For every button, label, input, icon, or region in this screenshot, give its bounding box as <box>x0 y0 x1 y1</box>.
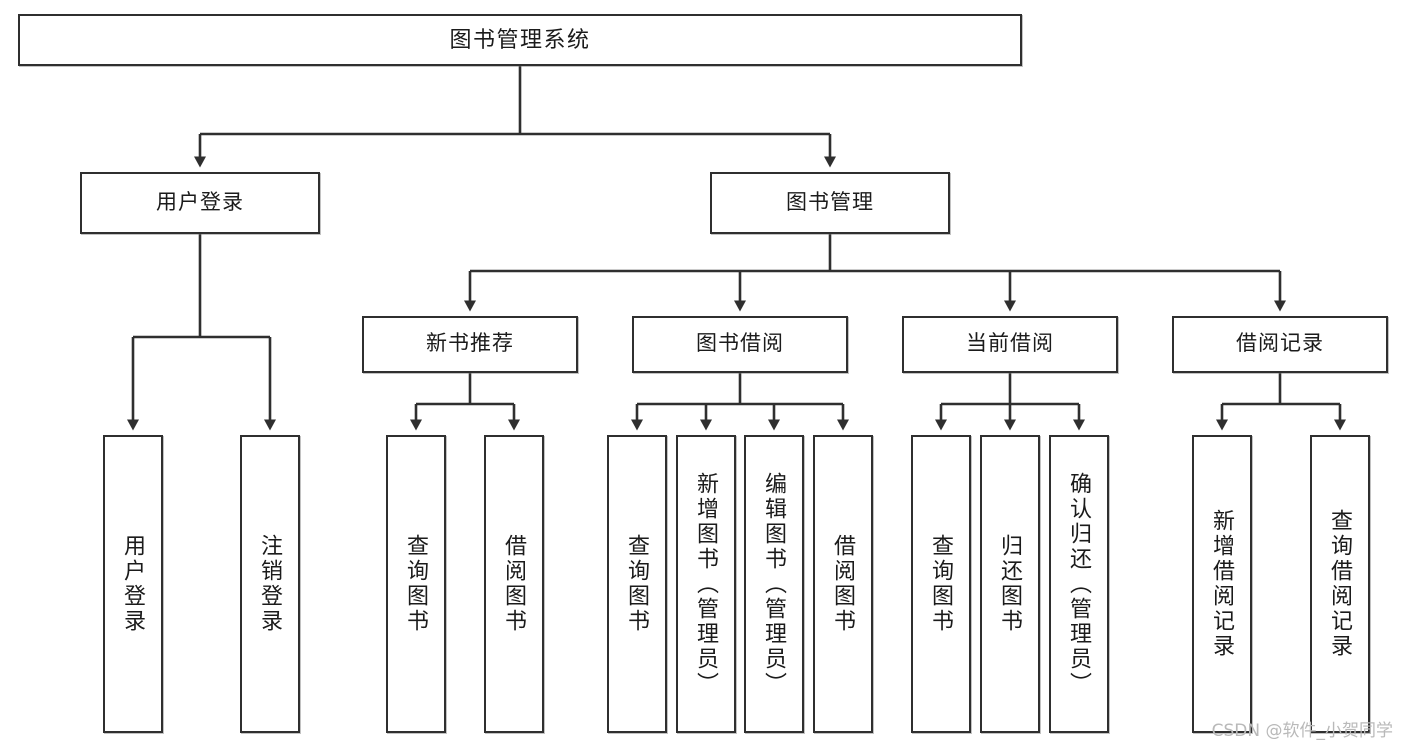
node-leaf-query-record[interactable]: 查询借阅记录 <box>1310 435 1370 733</box>
node-leaf-user-login[interactable]: 用户登录 <box>103 435 163 733</box>
node-leaf-edit-book[interactable]: 编辑图书（管理员） <box>744 435 804 733</box>
node-leaf-query-book-2-label: 查询图书 <box>625 534 650 634</box>
node-leaf-return-book[interactable]: 归还图书 <box>980 435 1040 733</box>
node-leaf-confirm-return[interactable]: 确认归还（管理员） <box>1049 435 1109 733</box>
node-book-borrow-label: 图书借阅 <box>696 332 784 356</box>
node-current-borrow-label: 当前借阅 <box>966 332 1054 356</box>
node-leaf-query-book-3-label: 查询图书 <box>929 534 954 634</box>
node-root[interactable]: 图书管理系统 <box>18 14 1022 66</box>
node-leaf-borrow-book-1-label: 借阅图书 <box>502 534 527 634</box>
node-leaf-query-book-1[interactable]: 查询图书 <box>386 435 446 733</box>
watermark-text: CSDN @软件_小贺同学 <box>1211 721 1393 741</box>
node-leaf-query-book-3[interactable]: 查询图书 <box>911 435 971 733</box>
node-new-book-recommend[interactable]: 新书推荐 <box>362 316 578 373</box>
node-leaf-return-book-label: 归还图书 <box>998 534 1023 634</box>
node-root-label: 图书管理系统 <box>449 27 591 53</box>
node-leaf-borrow-book-2-label: 借阅图书 <box>831 534 856 634</box>
node-leaf-borrow-book-1[interactable]: 借阅图书 <box>484 435 544 733</box>
node-leaf-add-book-label: 新增图书（管理员） <box>694 471 719 697</box>
node-leaf-logout-login-label: 注销登录 <box>258 534 283 634</box>
node-leaf-add-record-label: 新增借阅记录 <box>1210 509 1235 659</box>
node-leaf-add-record[interactable]: 新增借阅记录 <box>1192 435 1252 733</box>
node-leaf-query-book-2[interactable]: 查询图书 <box>607 435 667 733</box>
node-leaf-confirm-return-label: 确认归还（管理员） <box>1067 471 1092 697</box>
node-leaf-borrow-book-2[interactable]: 借阅图书 <box>813 435 873 733</box>
node-leaf-query-book-1-label: 查询图书 <box>404 534 429 634</box>
node-borrow-record[interactable]: 借阅记录 <box>1172 316 1388 373</box>
node-book-borrow[interactable]: 图书借阅 <box>632 316 848 373</box>
node-user-login-label: 用户登录 <box>156 190 244 214</box>
node-book-manage[interactable]: 图书管理 <box>710 172 950 234</box>
node-leaf-logout-login[interactable]: 注销登录 <box>240 435 300 733</box>
node-leaf-user-login-label: 用户登录 <box>121 534 146 634</box>
node-leaf-edit-book-label: 编辑图书（管理员） <box>762 471 787 697</box>
node-book-manage-label: 图书管理 <box>786 190 874 214</box>
node-new-book-recommend-label: 新书推荐 <box>426 332 514 356</box>
node-current-borrow[interactable]: 当前借阅 <box>902 316 1118 373</box>
node-user-login[interactable]: 用户登录 <box>80 172 320 234</box>
node-leaf-query-record-label: 查询借阅记录 <box>1328 509 1353 659</box>
node-leaf-add-book[interactable]: 新增图书（管理员） <box>676 435 736 733</box>
node-borrow-record-label: 借阅记录 <box>1236 332 1324 356</box>
